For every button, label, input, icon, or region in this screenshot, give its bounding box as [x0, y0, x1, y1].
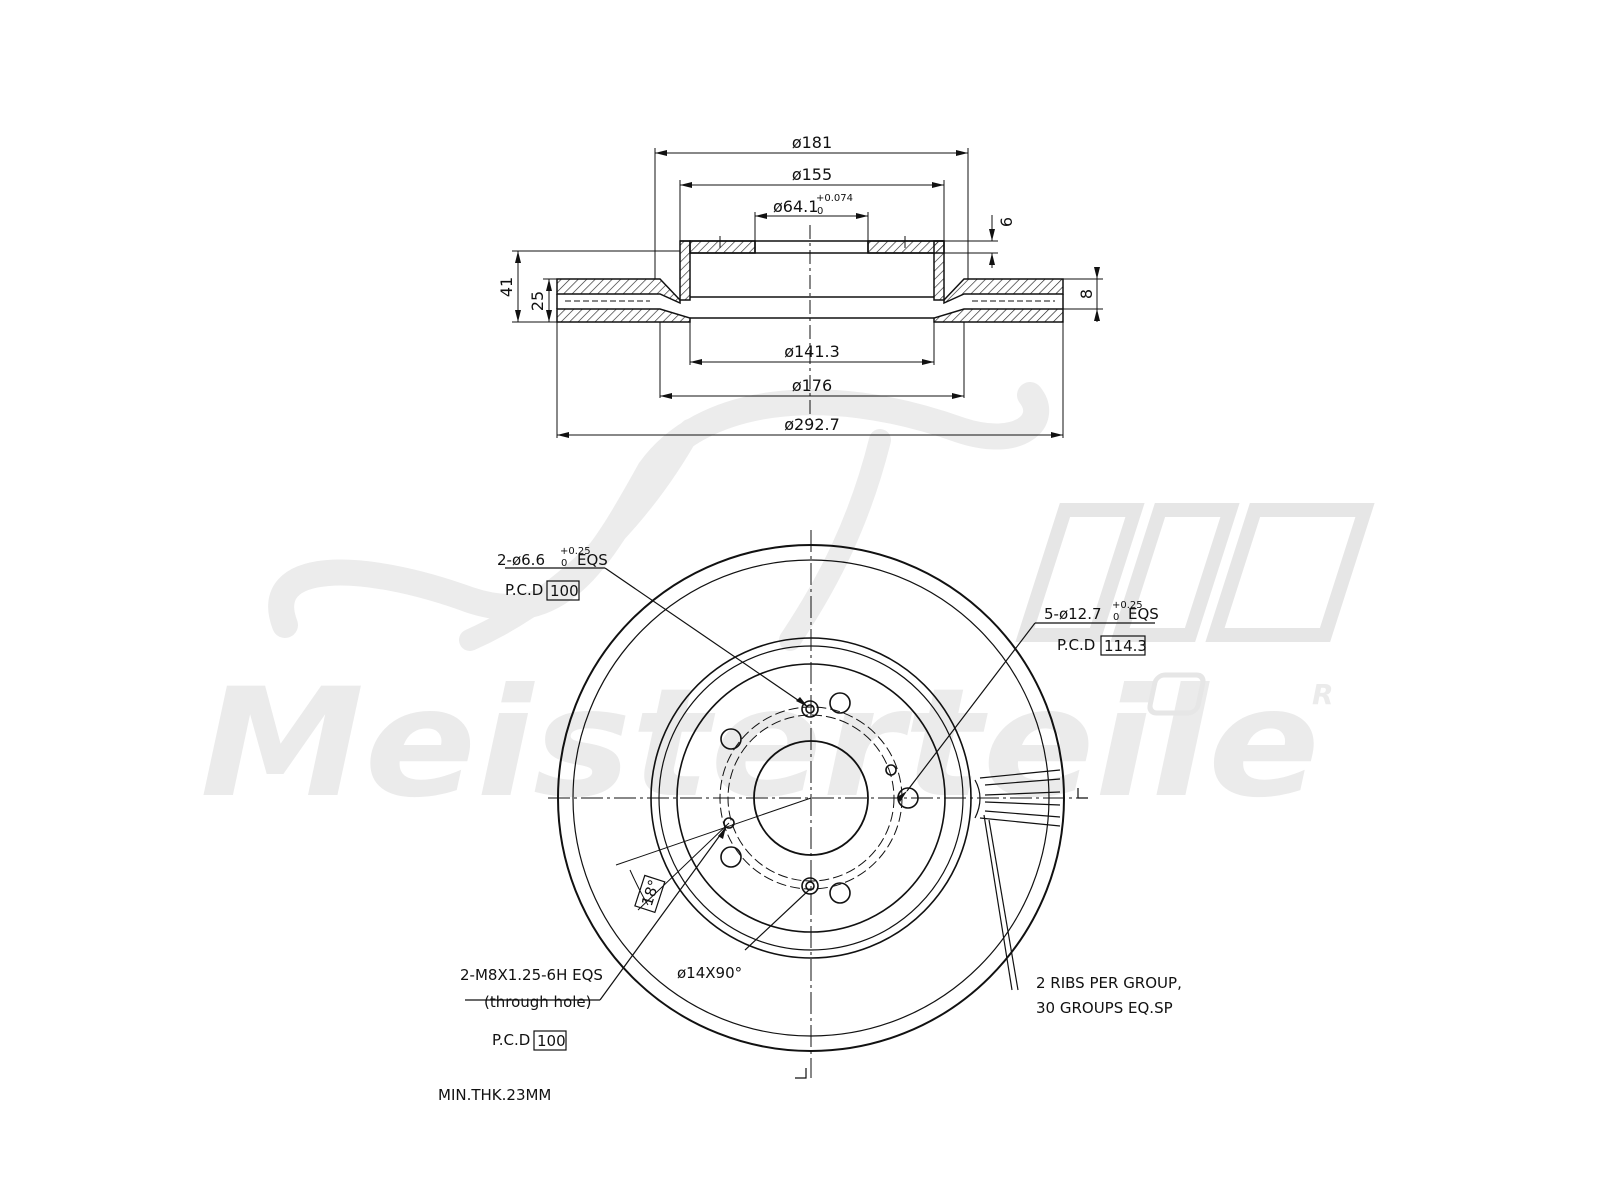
dim-h6: 6 [997, 217, 1016, 227]
min-thickness: MIN.THK.23MM [438, 1086, 551, 1104]
dim-d141: ø141.3 [784, 342, 840, 361]
large-holes-eqs: EQS [1128, 605, 1159, 623]
ribs-note: 30 GROUPS EQ.SP [1036, 999, 1173, 1017]
thread-note: (through hole) [484, 993, 592, 1011]
section-view [512, 148, 1103, 438]
thread-pcd-label: P.C.D [492, 1031, 530, 1049]
dim-d64-tol-upper: +0.074 [816, 193, 853, 204]
large-holes-tol-upper: +0.25 [1112, 600, 1143, 611]
large-holes-tol-lower: 0 [1113, 612, 1119, 623]
angle-label: 18° [634, 874, 666, 914]
dim-d64: ø64.1 [773, 197, 818, 216]
front-view [465, 530, 1155, 1079]
small-holes-label: 2-ø6.6 [497, 551, 545, 569]
small-holes-tol-upper: +0.25 [560, 546, 591, 557]
registered-icon: R [1147, 672, 1334, 716]
dim-h25: 25 [528, 291, 547, 311]
dim-d292: ø292.7 [784, 415, 840, 434]
small-holes-tol-lower: 0 [561, 558, 567, 569]
dim-d64-tol-lower: 0 [817, 206, 823, 217]
large-holes-label: 5-ø12.7 [1044, 605, 1102, 623]
front-annotations: 2-ø6.6 +0.25 0 EQS P.C.D 100 5-ø12.7 +0.… [438, 546, 1182, 1104]
dim-d155: ø155 [792, 165, 832, 184]
small-holes-pcd-value: 100 [550, 582, 579, 600]
svg-text:R: R [1312, 678, 1334, 711]
dim-h41: 41 [497, 277, 516, 297]
thread-label: 2-M8X1.25-6H EQS [460, 966, 603, 984]
svg-text:18°: 18° [638, 877, 663, 908]
small-holes-pcd-label: P.C.D [505, 581, 543, 599]
small-holes-eqs: EQS [577, 551, 608, 569]
dim-d181: ø181 [792, 133, 832, 152]
watermark-brand: Meisterteile [200, 657, 1320, 831]
section-dimensions: ø181 ø155 ø64.1 +0.074 0 6 41 25 8 ø141.… [497, 133, 1096, 434]
dim-d176: ø176 [792, 376, 832, 395]
large-holes-pcd-value: 114.3 [1104, 637, 1147, 655]
watermark-logo: A.T. Meisterteile R [200, 382, 1375, 831]
dim-h8: 8 [1077, 289, 1096, 299]
ribs-label: 2 RIBS PER GROUP, [1036, 974, 1182, 992]
thread-pcd-value: 100 [537, 1032, 566, 1050]
large-holes-pcd-label: P.C.D [1057, 636, 1095, 654]
watermark-stripes-icon [1015, 503, 1375, 642]
chamfer-label: ø14X90° [677, 964, 742, 982]
